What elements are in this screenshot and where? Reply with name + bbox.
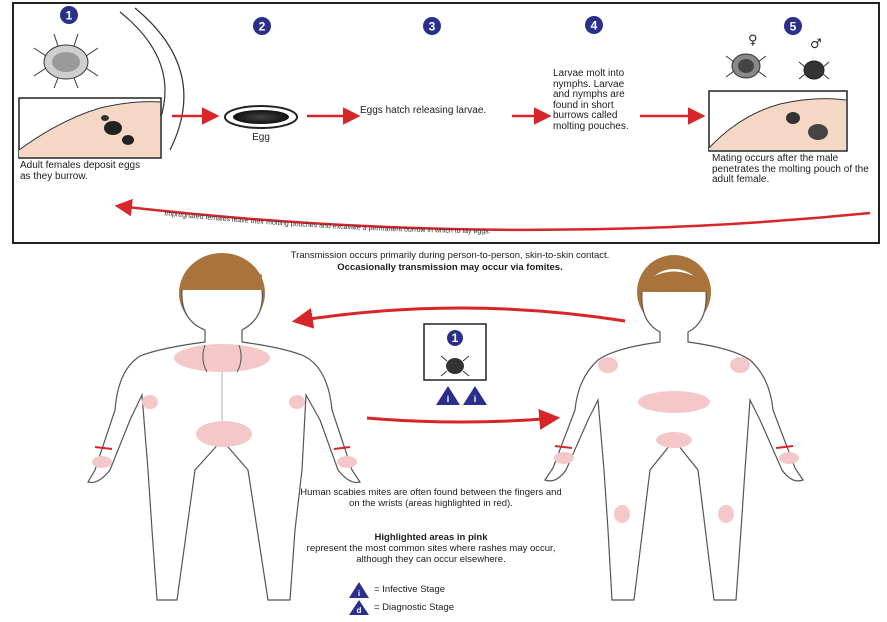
mites-found-note: Human scabies mites are often found betw…	[296, 488, 566, 509]
rash-area-knee-right	[718, 505, 734, 523]
center-infective-box: 1	[424, 324, 486, 380]
step-3-description: Eggs hatch releasing larvae.	[360, 106, 510, 117]
transmission-arrow-right	[367, 418, 556, 422]
step-3-circle: 3	[423, 17, 441, 35]
legend-diagnostic-triangle: d	[349, 600, 369, 615]
highlight-note-rest: represent the most common sites where ra…	[296, 544, 566, 565]
legend-diagnostic-symbol: d	[357, 606, 362, 615]
rash-area-elbow-right	[289, 395, 305, 409]
rash-area-buttocks	[196, 421, 252, 447]
skin-burrow-illustration	[19, 98, 161, 158]
rash-area-armpit-left	[598, 357, 618, 373]
stage-marker-2: i	[474, 394, 477, 404]
legend-infective-symbol: i	[358, 589, 360, 598]
step-1-description: Adult females deposit eggs as they burro…	[20, 161, 150, 182]
legend-infective-label: = Infective Stage	[374, 585, 524, 596]
step-5-description: Mating occurs after the male penetrates …	[712, 154, 870, 186]
rash-area-waist	[638, 391, 710, 413]
stage-marker-1: i	[447, 394, 450, 404]
rash-area-hand-right	[337, 456, 357, 468]
rash-area-hand-front-left	[554, 452, 574, 464]
step-4-number: 4	[591, 19, 598, 33]
rash-area-hand-left	[92, 456, 112, 468]
step-4-description: Larvae molt into nymphs. Larvae and nymp…	[553, 69, 638, 132]
transmission-arrow-left	[296, 308, 625, 321]
mating-pouch-illustration	[709, 91, 847, 151]
center-box-number: 1	[452, 331, 459, 345]
step-4-circle: 4	[585, 16, 603, 34]
legend-diagnostic-label: = Diagnostic Stage	[374, 603, 524, 614]
highlight-note-bold: Highlighted areas in pink	[296, 533, 566, 544]
step-5-circle: 5	[784, 17, 802, 35]
infective-stage-triangle-2: i	[463, 386, 487, 405]
rash-area-knee-left	[614, 505, 630, 523]
infective-stage-triangle-1: i	[436, 386, 460, 405]
step-5-number: 5	[790, 20, 797, 34]
transmission-line-1: Transmission occurs primarily during per…	[100, 251, 800, 262]
rash-area-elbow-left	[142, 395, 158, 409]
human-figure-front	[545, 255, 803, 600]
step-1-number: 1	[66, 9, 73, 23]
egg-icon	[225, 106, 297, 128]
legend-infective-triangle: i	[349, 582, 369, 598]
rash-area-hand-front-right	[779, 452, 799, 464]
rash-area-groin	[656, 432, 692, 448]
transmission-line-2: Occasionally transmission may occur via …	[100, 263, 800, 274]
female-symbol: ♀	[748, 33, 758, 48]
step-1-circle: 1	[60, 6, 78, 24]
male-symbol: ♂	[810, 37, 822, 52]
step-2-description: Egg	[236, 133, 286, 144]
step-2-circle: 2	[253, 17, 271, 35]
rash-area-armpit-right	[730, 357, 750, 373]
rash-area-shoulders	[174, 344, 270, 372]
step-3-number: 3	[429, 20, 436, 34]
step-2-number: 2	[259, 20, 266, 34]
